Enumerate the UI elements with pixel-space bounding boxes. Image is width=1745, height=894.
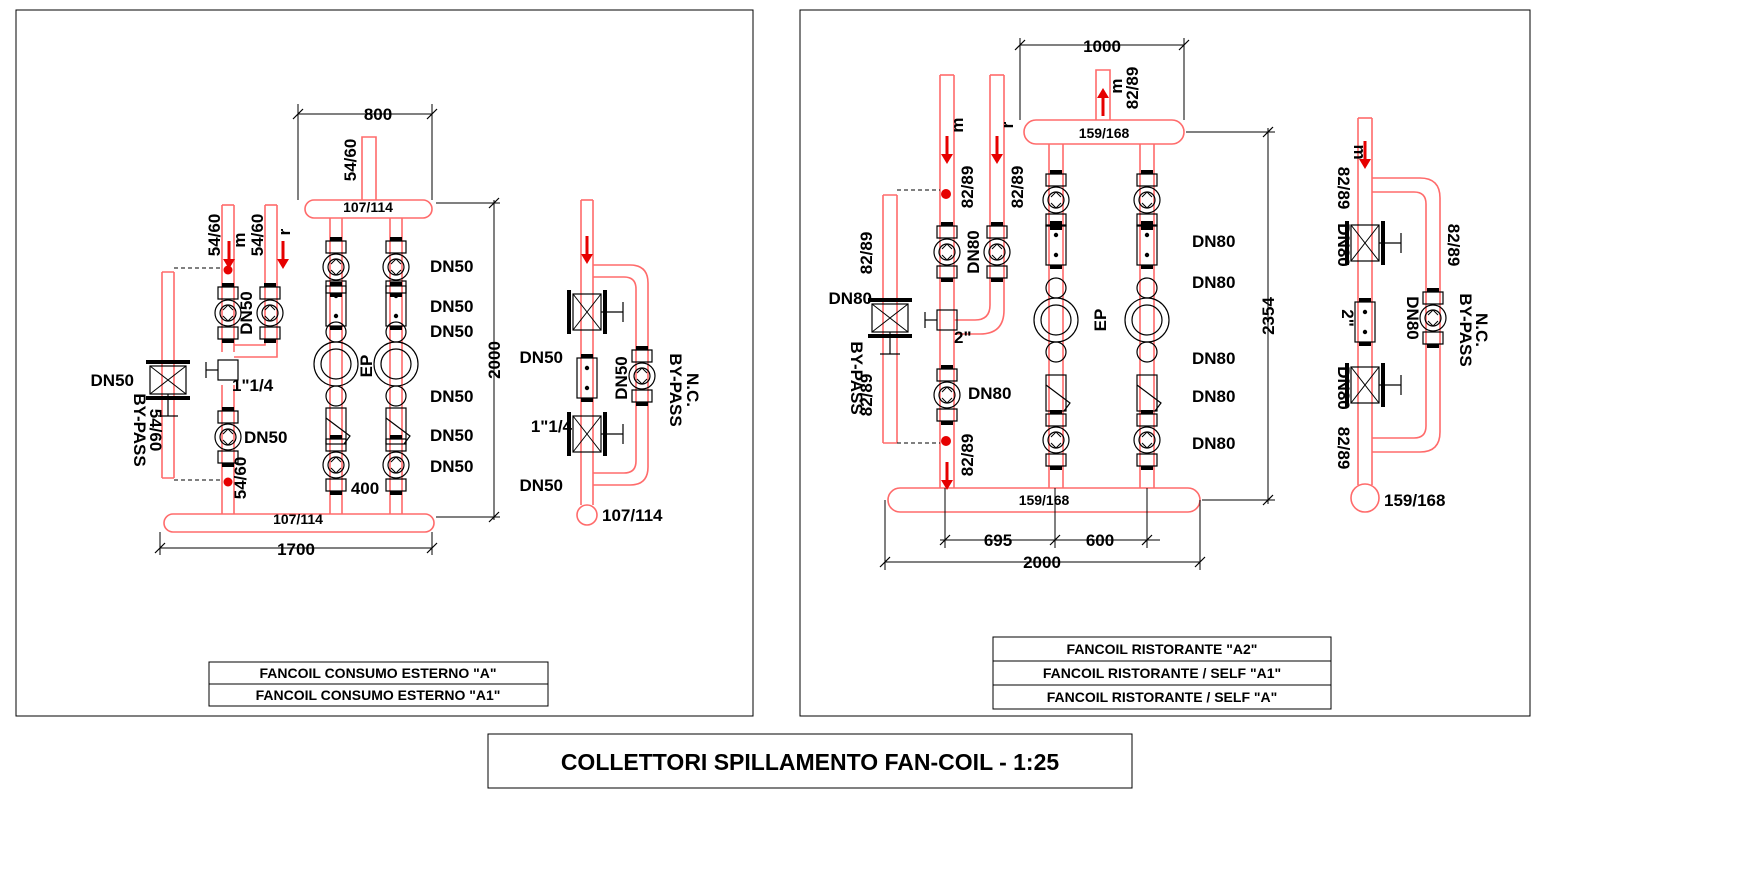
left-ep-label: EP <box>357 355 376 378</box>
left-column-label-3: DN50 <box>430 322 473 341</box>
right-riser-flow-label: m <box>1107 78 1126 93</box>
left-dim-spacing: 400 <box>351 479 379 498</box>
left-riser-label: 54/60 <box>341 139 360 182</box>
right-column-label-5: DN80 <box>1192 434 1235 453</box>
left-header-top-label: 107/114 <box>343 199 393 215</box>
right-header-top <box>1023 119 1185 145</box>
right-bypass-label: BY-PASS <box>847 341 866 414</box>
right-bp-end-label: 159/168 <box>1384 491 1445 510</box>
left-title-line-2: FANCOIL CONSUMO ESTERNO "A1" <box>256 687 501 703</box>
right-column-label-2: DN80 <box>1192 273 1235 292</box>
right-supply-valve-label: DN80 <box>964 230 983 273</box>
left-bypass-label: BY-PASS <box>130 393 149 466</box>
left-supply-pipe-label: 54/60 <box>205 214 224 257</box>
right-bp-pipe-label-1: 82/89 <box>1334 167 1353 210</box>
right-bp-detail-label-2: N.C. <box>1472 313 1491 347</box>
right-bp-valve-label-4: DN80 <box>1334 366 1353 409</box>
right-header-top-label: 159/168 <box>1079 125 1130 141</box>
right-dim-height: 2354 <box>1259 297 1278 335</box>
left-column-label-4: DN50 <box>430 387 473 406</box>
right-dim-width-bottom: 2000 <box>1023 553 1061 572</box>
left-header-bottom <box>163 513 435 533</box>
right-bp-pipe-label-2: 82/89 <box>1444 224 1463 267</box>
left-bp-detail-label-2: N.C. <box>683 373 702 407</box>
left-control-valve-label: 1"1/4 <box>232 376 274 395</box>
left-lower-pipe-label: 54/60 <box>231 457 250 500</box>
left-return-flow-label: r <box>275 228 294 235</box>
left-dim-width-top: 800 <box>364 105 392 124</box>
right-dim-width-top: 1000 <box>1083 37 1121 56</box>
right-bp-pipe-label-3: 82/89 <box>1334 427 1353 470</box>
left-column-label-5: DN50 <box>430 426 473 445</box>
right-panel-text: 1000 m 82/89 159/168 159/168 2354 695 60… <box>829 37 1491 705</box>
left-panel-text: 800 107/114 107/114 1700 400 2000 54/60 … <box>91 105 702 703</box>
drawing-title-box <box>487 733 1133 789</box>
right-column-label-3: DN80 <box>1192 349 1235 368</box>
right-supply-flow-label: m <box>948 117 967 132</box>
left-header-top <box>304 199 433 219</box>
left-panel <box>15 9 754 717</box>
right-bypass-bottom-label: 82/89 <box>857 374 876 417</box>
right-supply-pipe-label: 82/89 <box>958 166 977 209</box>
right-header-bottom-label: 159/168 <box>1019 492 1070 508</box>
left-column-label-1: DN50 <box>430 257 473 276</box>
right-bypass-valve-label: DN80 <box>829 289 872 308</box>
right-bp-valve-label-2: 2" <box>1338 309 1357 327</box>
left-lower-valve-label: DN50 <box>244 428 287 447</box>
right-dim-seg-1: 695 <box>984 531 1012 550</box>
left-title-line-1: FANCOIL CONSUMO ESTERNO "A" <box>259 665 496 681</box>
right-ep-label: EP <box>1091 309 1110 332</box>
right-bp-detail-label-1: BY-PASS <box>1456 293 1475 366</box>
right-bp-valve-label-1: DN80 <box>1334 223 1353 266</box>
right-return-flow-label: r <box>998 121 1017 128</box>
right-return-pipe-label: 82/89 <box>1008 166 1027 209</box>
left-frame <box>15 9 754 717</box>
left-supply-flow-label: m <box>230 232 249 247</box>
right-frame <box>799 9 1531 717</box>
right-title-line-3: FANCOIL RISTORANTE / SELF "A" <box>1047 689 1278 705</box>
right-bp-valve-label-3: DN80 <box>1403 296 1422 339</box>
right-riser-pipe-label: 82/89 <box>1123 67 1142 110</box>
right-column-label-1: DN80 <box>1192 232 1235 251</box>
left-bp-mid-valve-label: 1"1/4 <box>531 417 573 436</box>
left-dim-width-bottom: 1700 <box>277 540 315 559</box>
left-header-bottom-label: 107/114 <box>273 511 323 527</box>
left-column-label-2: DN50 <box>430 297 473 316</box>
right-title-line-2: FANCOIL RISTORANTE / SELF "A1" <box>1043 665 1281 681</box>
left-bp-detail-label-1: BY-PASS <box>666 353 685 426</box>
drawing-title: COLLETTORI SPILLAMENTO FAN-COIL - 1:25 <box>561 749 1060 775</box>
right-column-label-4: DN80 <box>1192 387 1235 406</box>
right-panel <box>799 9 1531 717</box>
right-bypass-top-label: 82/89 <box>857 232 876 275</box>
left-bp-end-label: 107/114 <box>602 506 663 525</box>
left-return-pipe-label: 54/60 <box>248 214 267 257</box>
left-dim-height: 2000 <box>485 341 504 379</box>
left-bp-low-valve-label: DN50 <box>520 476 563 495</box>
right-lower-pipe-label: 82/89 <box>958 434 977 477</box>
right-control-valve-label: 2" <box>954 328 972 347</box>
right-title-line-1: FANCOIL RISTORANTE "A2" <box>1067 641 1258 657</box>
left-mid-valve-label: DN50 <box>237 291 256 334</box>
left-bypass-pipe-label: 54/60 <box>146 409 165 452</box>
left-bp-side-valve-label: DN50 <box>612 356 631 399</box>
left-bypass-valve-label: DN50 <box>91 371 134 390</box>
right-title-block <box>992 636 1332 710</box>
right-dim-seg-2: 600 <box>1086 531 1114 550</box>
right-bp-flow-label: m <box>1350 144 1369 159</box>
left-column-label-6: DN50 <box>430 457 473 476</box>
left-bp-top-valve-label: DN50 <box>520 348 563 367</box>
right-lower-valve-label: DN80 <box>968 384 1011 403</box>
